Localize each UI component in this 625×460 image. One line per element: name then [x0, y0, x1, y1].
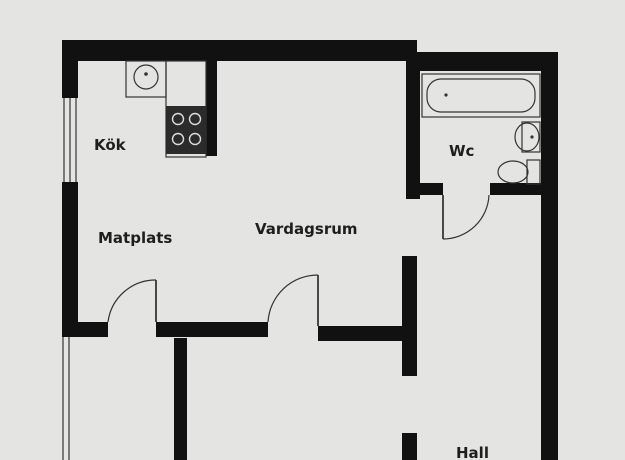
wall-wc-bottom-right [490, 183, 558, 195]
wall-living-bottom-middle [156, 322, 268, 337]
window-kitchen [63, 98, 77, 182]
door-wc [442, 194, 490, 240]
wall-right [541, 52, 558, 460]
wall-living-bottom-right [318, 326, 417, 341]
room-label-living: Vardagsrum [255, 220, 358, 238]
room-label-hall: Hall [456, 444, 489, 460]
wall-left-upper [62, 40, 78, 98]
sink-icon [125, 60, 167, 98]
wall-hall-partition-lower [402, 433, 417, 460]
wall-lower-room [174, 338, 187, 460]
wall-wc-left [406, 52, 420, 199]
wall-kitchen-partition [206, 56, 217, 156]
walls [62, 40, 558, 460]
bathtub-icon [421, 73, 541, 118]
wall-left-middle [62, 182, 78, 336]
door-living [267, 274, 319, 326]
window-lower-left [62, 337, 70, 460]
wall-wc-bottom-left [406, 183, 443, 195]
washbasin-icon [514, 121, 541, 153]
room-label-dining: Matplats [98, 229, 172, 247]
wall-top-left [62, 40, 417, 61]
room-label-kitchen: Kök [94, 136, 127, 154]
toilet-icon [497, 159, 541, 185]
door-dining [107, 279, 157, 323]
stove-icon [166, 106, 206, 154]
wall-dining-bottom [62, 322, 108, 337]
wall-hall-partition-upper [402, 256, 417, 376]
wall-top-right [406, 52, 558, 71]
room-label-wc: Wc [449, 142, 474, 160]
